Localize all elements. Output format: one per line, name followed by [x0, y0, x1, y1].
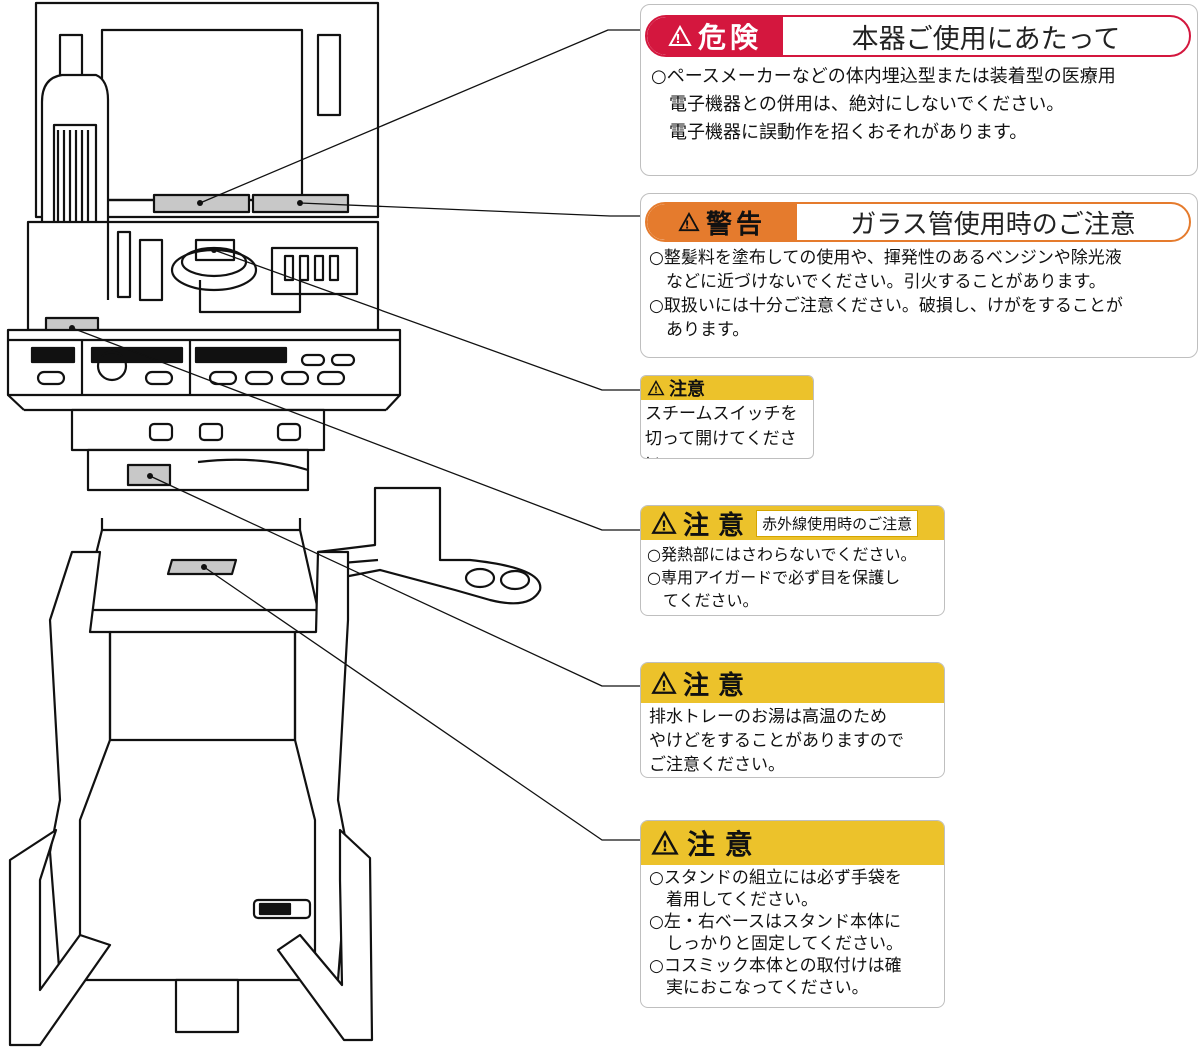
leader-lines: [71, 29, 640, 841]
warning-triangle-icon: !: [668, 25, 692, 46]
caution-infrared-signal: 注 意: [683, 510, 745, 541]
caution-stand-text: ○スタンドの組立には必ず手袋を 着用してください。 ○左・右ベースはスタンド本体…: [649, 868, 903, 998]
danger-signal: ! 危険: [647, 17, 783, 55]
warning-label: ! 警告 ガラス管使用時のご注意 ○整髪料を塗布しての使用や、揮発性のあるベンジ…: [640, 193, 1198, 358]
leader-warning: [299, 202, 640, 217]
glass-tube-holder: [40, 73, 110, 262]
warning-title: ガラス管使用時のご注意: [850, 209, 1136, 240]
stand-body: [8, 550, 374, 1047]
leader-steam: [213, 249, 640, 391]
leader-stand: [203, 566, 640, 841]
caution-stand-signal: 注 意: [687, 828, 753, 861]
caution-drain-text: 排水トレーのお湯は高温のため やけどをすることがありますので ご注意ください。: [649, 707, 904, 775]
caution-steam-text: スチームスイッチを 切って開けてください。: [645, 404, 798, 458]
caution-infrared-subtitle: 赤外線使用時のご注意: [756, 509, 919, 537]
warning-triangle-icon: !: [651, 830, 679, 855]
caution-infrared-header: ! 注 意 赤外線使用時のご注意: [641, 506, 944, 541]
danger-label: ! 危険 本器ご使用にあたって ○ペースメーカーなどの体内埋込型または装着型の医…: [640, 4, 1198, 176]
svg-text:!: !: [675, 32, 684, 46]
caution-steam-label: ! 注意 スチームスイッチを 切って開けてください。: [640, 375, 814, 459]
caution-infrared-text: ○発熱部にはさわらないでください。 ○専用アイガードで必ず目を保護し てください…: [647, 545, 917, 610]
caution-infrared-label: ! 注 意 赤外線使用時のご注意 ○発熱部にはさわらないでください。 ○専用アイ…: [640, 505, 945, 616]
svg-text:!: !: [661, 520, 667, 535]
stand-tray: [80, 486, 542, 612]
svg-text:!: !: [661, 680, 667, 695]
leader-danger: [199, 29, 640, 204]
leader-ir: [71, 327, 640, 531]
warning-signal: ! 警告: [647, 204, 797, 240]
svg-text:!: !: [662, 839, 668, 855]
caution-stand-label: ! 注 意 ○スタンドの組立には必ず手袋を 着用してください。 ○左・右ベースは…: [640, 820, 945, 1008]
danger-header: ! 危険 本器ご使用にあたって: [645, 15, 1191, 57]
warning-triangle-icon: !: [651, 511, 677, 535]
caution-steam-signal: 注意: [669, 379, 705, 400]
svg-text:!: !: [685, 218, 694, 231]
warning-header: ! 警告 ガラス管使用時のご注意: [645, 202, 1191, 242]
caution-drain-label: ! 注 意 排水トレーのお湯は高温のため やけどをすることがありますので ご注意…: [640, 662, 945, 778]
warning-text: ○整髪料を塗布しての使用や、揮発性のあるベンジンや除光液 などに近づけないでくだ…: [649, 248, 1123, 340]
leader-drain: [149, 475, 640, 687]
danger-title: 本器ご使用にあたって: [851, 23, 1121, 55]
svg-text:!: !: [654, 386, 658, 396]
danger-text: ○ペースメーカーなどの体内埋込型または装着型の医療用 電子機器との併用は、絶対に…: [651, 66, 1116, 143]
control-panel: [6, 328, 402, 412]
caution-drain-signal: 注 意: [683, 670, 745, 701]
caution-steam-header: ! 注意: [641, 376, 813, 400]
warning-triangle-icon: !: [651, 671, 677, 695]
caution-drain-header: ! 注 意: [641, 663, 944, 703]
warning-triangle-icon: !: [647, 380, 665, 396]
device-body-top: [26, 220, 380, 332]
caution-stand-header: ! 注 意: [641, 821, 944, 865]
device-lower-box: [70, 408, 326, 492]
warning-triangle-icon: !: [678, 212, 700, 231]
